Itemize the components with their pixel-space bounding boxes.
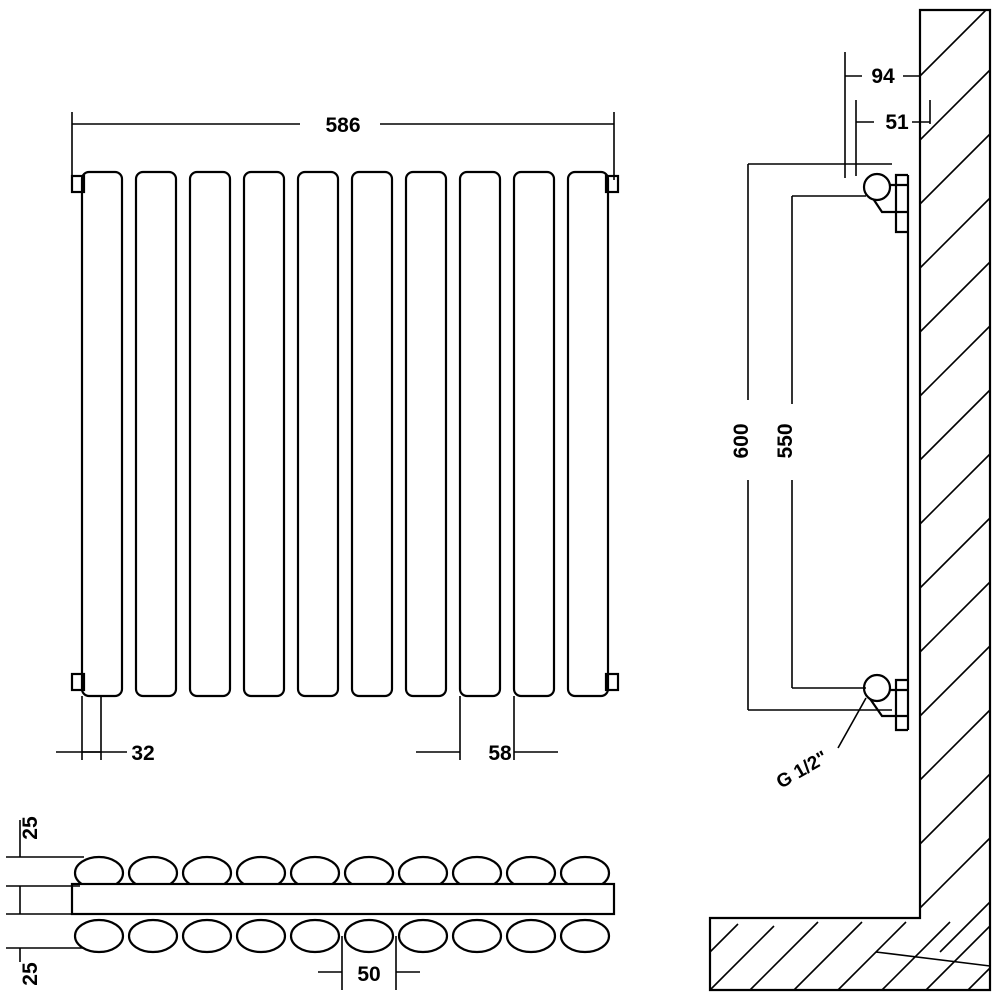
plan-tubes-bottom-row — [73, 918, 611, 954]
wall-outline — [708, 8, 992, 992]
plan-tube-bottom-3 — [181, 918, 233, 954]
plan-tube-bottom-7 — [397, 918, 449, 954]
plan-tube-bottom-8 — [451, 918, 503, 954]
top-plan-view: 25 25 50 — [6, 816, 616, 990]
plan-tubes-top-row — [73, 855, 611, 891]
fin-10 — [566, 170, 610, 698]
dim-label-depth-back: 25 — [19, 962, 42, 986]
floor-hatch — [709, 921, 991, 991]
mount-tab-top-right — [604, 174, 620, 194]
dim-label-fin-pitch: 58 — [488, 742, 512, 765]
fin-2 — [134, 170, 178, 698]
mount-tab-bottom-left — [70, 672, 86, 692]
fin-7 — [404, 170, 448, 698]
pipe-connection-top — [862, 172, 892, 202]
fin-1 — [80, 170, 124, 698]
plan-tube-bottom-6 — [343, 918, 395, 954]
label-thread-size: G 1/2" — [773, 747, 832, 793]
side-elevation-view: 94 51 600 550 G 1/2" — [708, 8, 992, 992]
dim-label-pipe-offset: 51 — [885, 111, 909, 134]
dim-label-width-overall: 586 — [325, 114, 360, 137]
plan-manifold-band — [70, 882, 616, 916]
leader-line-thread — [837, 697, 867, 749]
wall-hatch — [875, 9, 991, 967]
mount-tab-top-left — [70, 174, 86, 194]
mount-tab-bottom-right — [604, 672, 620, 692]
pipe-connection-bottom — [862, 673, 892, 703]
fin-6 — [350, 170, 394, 698]
radiator-fins — [80, 170, 610, 698]
fin-3 — [188, 170, 232, 698]
radiator-side-profile-bottom — [894, 678, 908, 732]
fin-8 — [458, 170, 502, 698]
fin-5 — [296, 170, 340, 698]
plan-tube-bottom-9 — [505, 918, 557, 954]
dim-label-fin-offset-left: 32 — [131, 742, 154, 765]
dim-label-depth-front: 25 — [19, 816, 42, 840]
plan-tube-bottom-2 — [127, 918, 179, 954]
plan-tube-bottom-4 — [235, 918, 287, 954]
front-elevation-view: 586 32 58 — [56, 112, 620, 765]
plan-tube-bottom-5 — [289, 918, 341, 954]
plan-tube-bottom-1 — [73, 918, 125, 954]
fin-9 — [512, 170, 556, 698]
fin-4 — [242, 170, 286, 698]
dim-label-height-overall: 600 — [730, 423, 753, 458]
plan-tube-bottom-10 — [559, 918, 611, 954]
dim-label-tube-pitch: 50 — [357, 963, 380, 986]
radiator-side-profile-top — [894, 173, 908, 234]
dim-label-wall-offset: 94 — [871, 65, 895, 88]
dim-label-bracket-centers: 550 — [774, 423, 797, 458]
